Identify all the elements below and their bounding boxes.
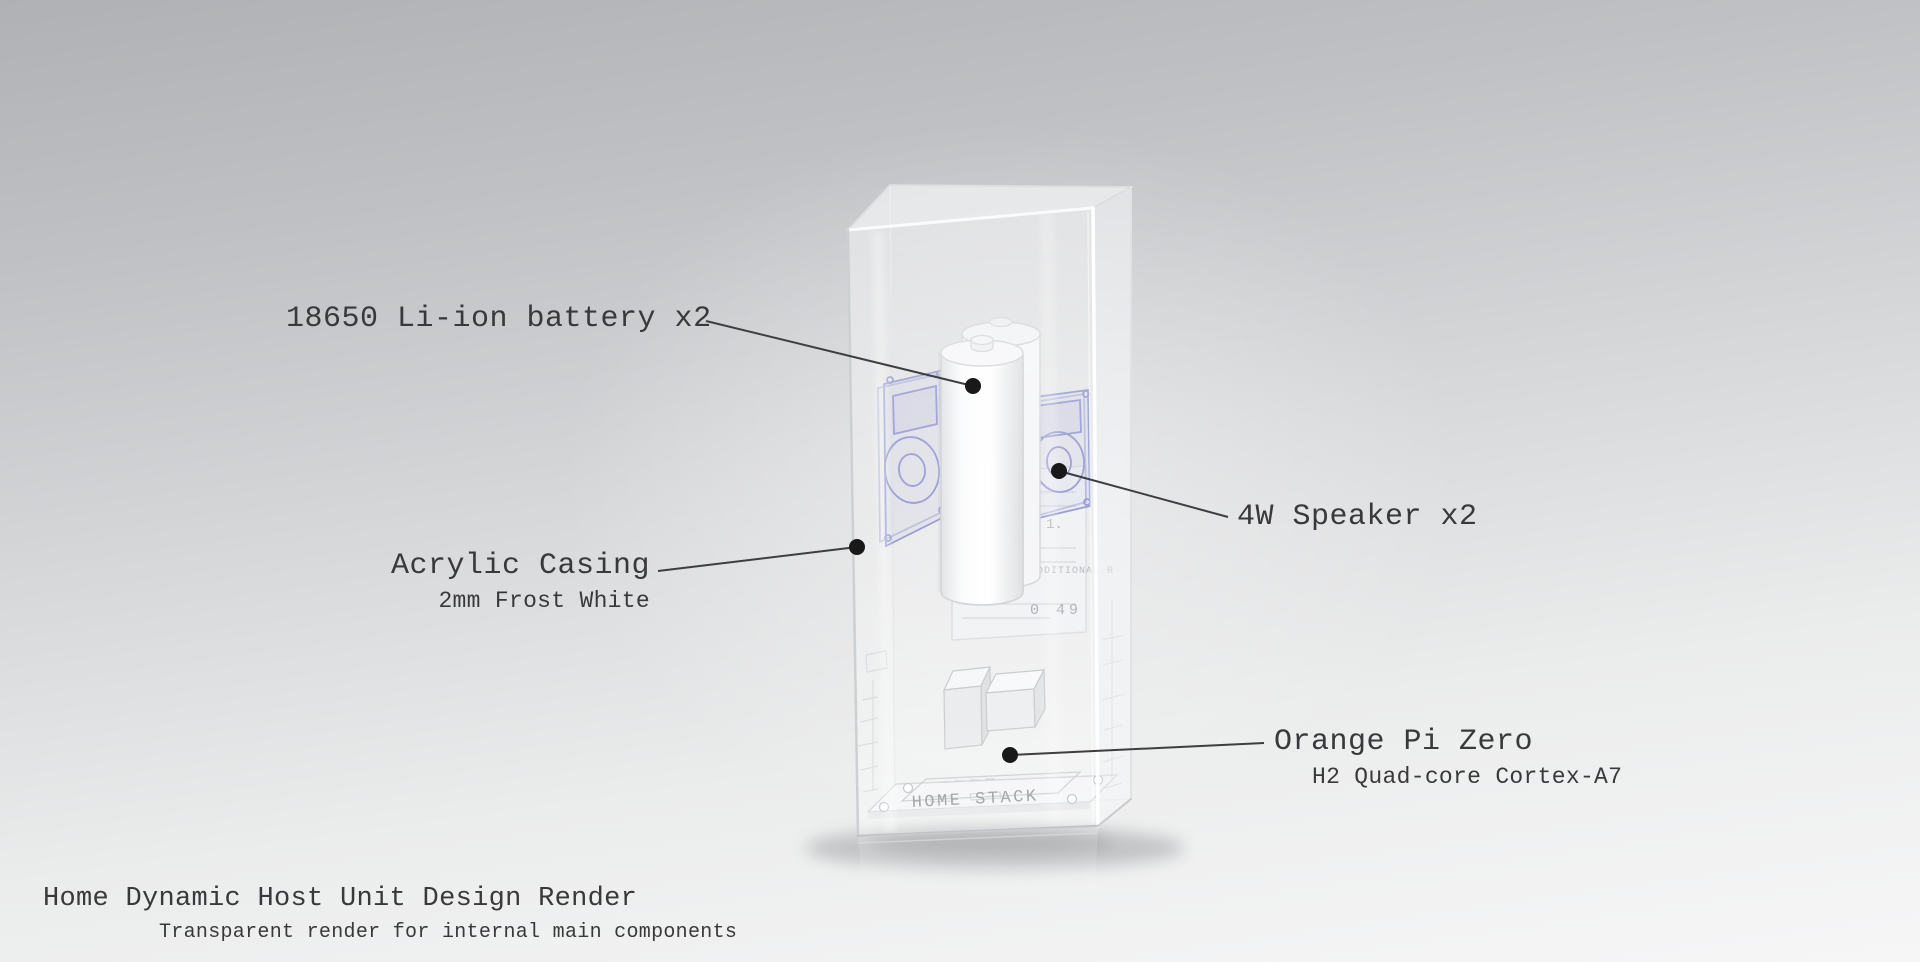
callout-speaker-label: 4W Speaker x2 <box>1237 500 1478 534</box>
leader-line-battery <box>705 320 974 387</box>
leader-dot-speaker <box>1051 463 1067 479</box>
callout-speaker: 4W Speaker x2 <box>1237 500 1478 534</box>
callout-board-label: Orange Pi Zero <box>1274 725 1534 759</box>
render-subtitle: Transparent render for internal main com… <box>159 921 738 944</box>
glass-right-face <box>1093 187 1131 826</box>
floor-reflection <box>858 826 1098 912</box>
glass-streak-1 <box>872 231 896 833</box>
footer-title-block: Home Dynamic Host Unit Design Render Tra… <box>43 884 737 944</box>
callout-casing: Acrylic Casing 2mm Frost White <box>370 549 650 614</box>
leader-line-casing <box>657 546 858 572</box>
leader-line-board <box>1009 742 1265 756</box>
render-title: Home Dynamic Host Unit Design Render <box>43 884 638 914</box>
callout-board: Orange Pi Zero H2 Quad-core Cortex-A7 <box>1274 725 1622 790</box>
leader-dot-board <box>1002 747 1018 763</box>
leader-dots <box>849 378 1067 763</box>
acrylic-casing <box>845 184 1135 844</box>
callout-battery: 18650 Li-ion battery x2 <box>286 302 712 336</box>
callout-casing-label: Acrylic Casing <box>390 549 650 583</box>
callout-casing-sub: 2mm Frost White <box>438 588 650 614</box>
glass-streak-2 <box>1040 212 1062 825</box>
callout-board-sub: H2 Quad-core Cortex-A7 <box>1312 764 1623 790</box>
glass-front-face <box>848 208 1098 836</box>
callout-battery-label: 18650 Li-ion battery x2 <box>286 302 712 336</box>
leader-dot-casing <box>849 539 865 555</box>
leader-dot-battery <box>965 378 981 394</box>
leader-lines <box>657 320 1265 756</box>
leader-line-speaker <box>1058 470 1229 518</box>
